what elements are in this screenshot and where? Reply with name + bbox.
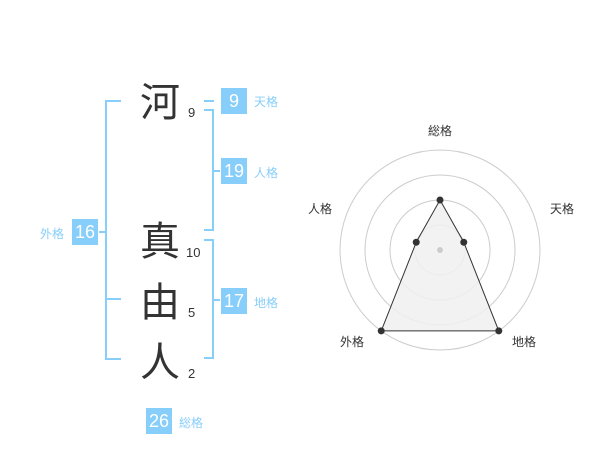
radar-label-tenkaku: 天格: [549, 202, 574, 216]
name-char-2: 真: [140, 219, 180, 265]
radar-point-chikaku: [495, 327, 503, 335]
radar-point-soukaku: [436, 196, 444, 204]
radar-point-jinkaku: [412, 238, 420, 246]
jinkaku-badge: 19: [221, 158, 247, 184]
jinkaku-label: 人格: [254, 166, 279, 180]
radar-grid-ring-4: [339, 149, 541, 351]
radar-point-tenkaku: [460, 238, 468, 246]
soukaku-label: 総格: [179, 416, 204, 430]
stroke-count-3: 5: [188, 305, 196, 320]
radar-label-soukaku: 総格: [427, 124, 452, 138]
gaikaku-badge: 16: [72, 219, 98, 245]
chikaku-label: 地格: [254, 296, 279, 310]
radar-center-point: [437, 247, 443, 253]
tenkaku-badge: 9: [221, 88, 247, 114]
name-char-3: 由: [140, 280, 180, 326]
soukaku-badge: 26: [146, 408, 172, 434]
tenkaku-label: 天格: [254, 95, 279, 109]
gaikaku-label: 外格: [40, 227, 65, 241]
name-char-1: 河: [140, 80, 180, 126]
stroke-count-2: 10: [186, 245, 201, 260]
radar-label-chikaku: 地格: [511, 335, 536, 349]
name-char-4: 人: [140, 340, 180, 386]
radar-label-jinkaku: 人格: [307, 202, 332, 216]
chikaku-badge: 17: [221, 288, 247, 314]
stroke-count-4: 2: [188, 366, 196, 381]
radar-point-gaikaku: [377, 327, 385, 335]
radar-data-polygon: [380, 198, 500, 332]
radar-label-gaikaku: 外格: [339, 335, 364, 349]
stroke-count-1: 9: [188, 105, 196, 120]
